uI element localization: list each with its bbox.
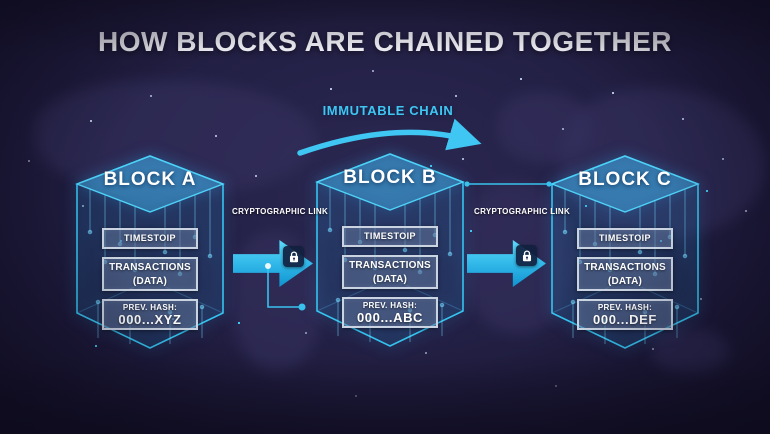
transactions-data-label: (DATA) — [132, 276, 168, 287]
prev-hash-value: 000...DEF — [593, 312, 657, 327]
background-cyan-dots — [0, 0, 2, 2]
transactions-box: TRANSACTIONS (DATA) — [342, 255, 438, 289]
transactions-box: TRANSACTIONS (DATA) — [102, 257, 198, 291]
transactions-box: TRANSACTIONS (DATA) — [577, 257, 673, 291]
prev-hash-value: 000...ABC — [356, 310, 424, 325]
transactions-label: TRANSACTIONS — [349, 260, 431, 271]
transactions-data-label: (DATA) — [372, 274, 408, 285]
block-c-fields: TIMESTOIP TRANSACTIONS (DATA) PREV. HASH:… — [577, 228, 673, 330]
cryptographic-link-label-1: CRYPTOGRAPHIC LINK — [232, 207, 329, 216]
transactions-label: TRANSACTIONS — [584, 262, 666, 273]
timestamp-box: TIMESTOIP — [102, 228, 198, 249]
lock-icon — [516, 245, 537, 266]
lock-icon — [283, 246, 304, 267]
block-c-title: BLOCK C — [578, 169, 672, 190]
block-c: BLOCK C TIMESTOIP TRANSACTIONS (DATA) PRE… — [545, 152, 705, 352]
transactions-data-label: (DATA) — [607, 276, 643, 287]
block-b-fields: TIMESTOIP TRANSACTIONS (DATA) PREV. HASH:… — [342, 226, 438, 328]
padlock-glyph — [289, 251, 298, 262]
timestamp-box: TIMESTOIP — [577, 228, 673, 249]
block-a-fields: TIMESTOIP TRANSACTIONS (DATA) PREV. HASH:… — [102, 228, 198, 330]
cryptographic-link-label-2: CRYPTOGRAPHIC LINK — [474, 207, 571, 216]
prev-hash-box: PREV. HASH:000...DEF — [577, 299, 673, 330]
prev-hash-box: PREV. HASH:000...ABC — [342, 297, 438, 328]
prev-hash-value: 000...XYZ — [118, 312, 182, 327]
block-b-title: BLOCK B — [343, 167, 437, 188]
block-a: BLOCK A TIMESTOIP TRANSACTIONS (DATA) PRE… — [70, 152, 230, 352]
padlock-glyph — [522, 250, 531, 261]
block-a-title: BLOCK A — [103, 169, 197, 190]
transactions-label: TRANSACTIONS — [109, 262, 191, 273]
timestamp-box: TIMESTOIP — [342, 226, 438, 247]
immutable-chain-label: IMMUTABLE CHAIN — [322, 103, 454, 118]
page-title: HOW BLOCKS ARE CHAINED TOGETHER — [98, 26, 672, 57]
prev-hash-box: PREV. HASH:000...XYZ — [102, 299, 198, 330]
block-b: BLOCK B TIMESTOIP TRANSACTIONS (DATA) PRE… — [310, 150, 470, 350]
worldmap-south-america — [232, 232, 322, 372]
